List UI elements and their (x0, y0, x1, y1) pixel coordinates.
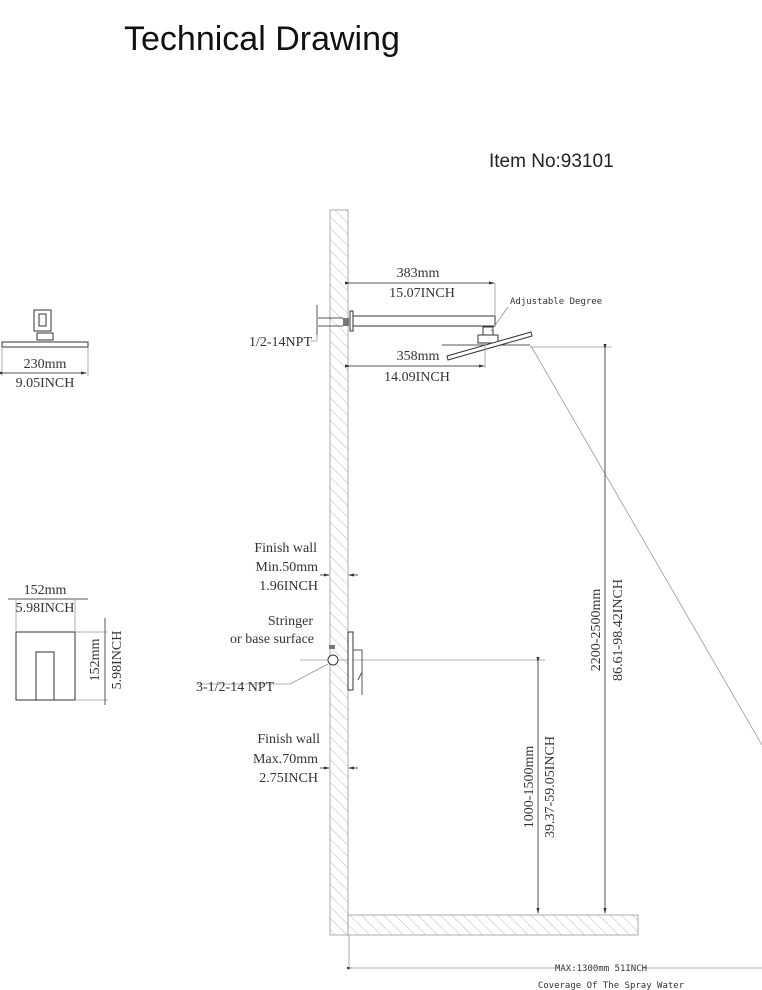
finish-max-label: Finish wall (257, 732, 320, 747)
head-height-in: 86.61-98.42INCH (611, 579, 626, 681)
finish-min-in: 1.96INCH (259, 579, 318, 594)
finish-max-mm: Max.70mm (253, 752, 318, 767)
valve-height-in: 5.98INCH (110, 631, 125, 690)
finish-min-mm: Min.50mm (255, 560, 318, 575)
coverage-max: MAX:1300mm 51INCH (555, 964, 647, 974)
arm-reach-in: 14.09INCH (384, 370, 450, 385)
coverage-label: Coverage Of The Spray Water (538, 981, 685, 990)
head-height-mm: 2200-2500mm (589, 589, 604, 672)
valve-height-range-in: 39.37-59.05INCH (543, 736, 558, 838)
page-title: Technical Drawing (124, 20, 400, 58)
spray-angle-line (530, 345, 762, 746)
adjustable-degree-note: Adjustable Degree (510, 297, 602, 307)
arm-reach-mm: 358mm (397, 349, 440, 364)
valve-side-view (196, 631, 545, 695)
base-surface-label: or base surface (230, 632, 314, 647)
valve-thread-label: 3-1/2-14 NPT (196, 680, 275, 695)
head-width-mm: 230mm (24, 357, 67, 372)
finish-min-label: Finish wall (254, 541, 317, 556)
valve-height-mm: 152mm (88, 639, 103, 682)
valve-width-mm: 152mm (24, 583, 67, 598)
item-number: Item No:93101 (489, 151, 614, 172)
arm-length-mm: 383mm (397, 266, 440, 281)
shower-head-top-view: 230mm 9.05INCH (0, 309, 89, 391)
valve-height-range-mm: 1000-1500mm (522, 746, 537, 829)
arm-thread-label: 1/2-14NPT (249, 335, 312, 350)
valve-width-in: 5.98INCH (16, 601, 75, 616)
valve-front-view: 152mm 5.98INCH 152mm 5.98INCH (8, 583, 125, 705)
arm-length-in: 15.07INCH (389, 286, 455, 301)
shower-arm: 383mm 15.07INCH 358mm 14.09INCH 1/2-14NP… (249, 266, 602, 385)
wall (329, 209, 639, 936)
stringer-label: Stringer (268, 614, 313, 629)
head-width-in: 9.05INCH (16, 376, 75, 391)
finish-max-in: 2.75INCH (259, 771, 318, 786)
